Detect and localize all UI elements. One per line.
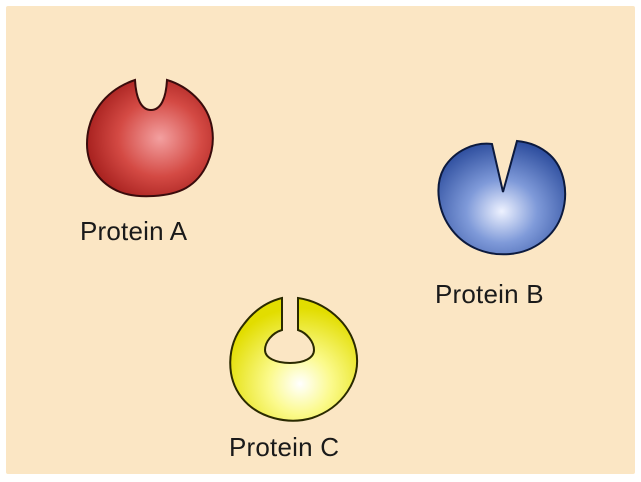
protein-a-shape <box>87 80 213 196</box>
protein-a-label: Protein A <box>80 216 187 247</box>
protein-c-shape <box>230 298 357 421</box>
protein-b-shape <box>438 141 565 254</box>
protein-c-label: Protein C <box>229 432 339 463</box>
protein-b-label: Protein B <box>435 279 544 310</box>
